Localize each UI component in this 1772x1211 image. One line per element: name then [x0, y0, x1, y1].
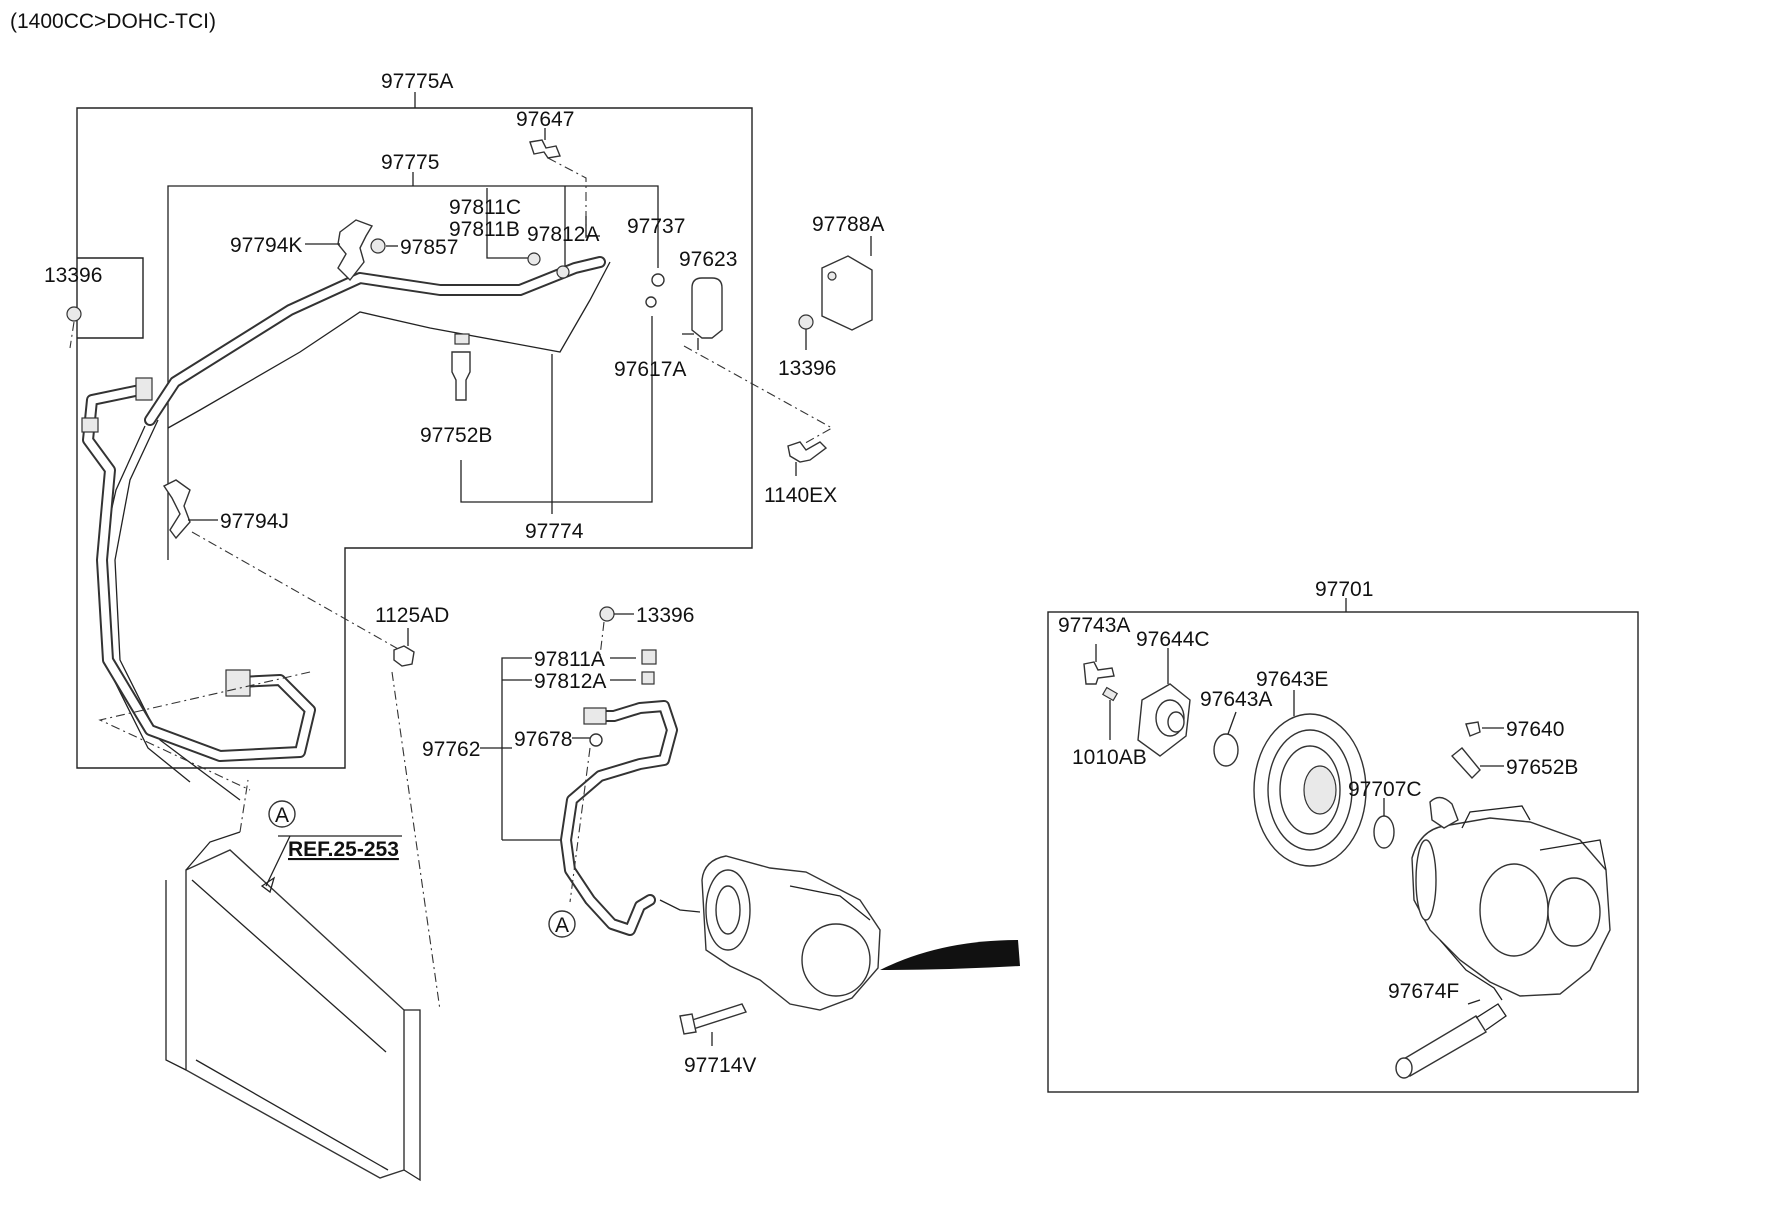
label-97701: 97701 [1315, 578, 1373, 601]
label-97652b: 97652B [1506, 756, 1578, 779]
part-97678 [589, 733, 603, 747]
group-box-97701 [1047, 611, 1639, 1093]
group-box-97775a [76, 107, 753, 769]
part-97811a [641, 649, 657, 665]
label-97775: 97775 [381, 151, 439, 174]
part-97623 [691, 277, 723, 339]
label-97643e: 97643E [1256, 668, 1328, 691]
label-97623: 97623 [679, 248, 737, 271]
part-97857 [370, 238, 386, 254]
part-97812a-top [556, 265, 570, 279]
discharge-hose-97762 [560, 700, 678, 936]
part-97643a [1213, 733, 1239, 767]
part-97812a-mid [641, 671, 655, 685]
label-97857: 97857 [400, 236, 458, 259]
label-97794k: 97794K [230, 234, 302, 257]
part-97743a [1083, 661, 1115, 685]
label-97647: 97647 [516, 108, 574, 131]
part-97811b [527, 252, 541, 266]
part-13396-left [66, 306, 82, 322]
label-13396-right: 13396 [778, 357, 836, 380]
callout-a-2 [548, 910, 576, 938]
label-97643a: 97643A [1200, 688, 1272, 711]
label-97707c: 97707C [1348, 778, 1422, 801]
part-97737 [651, 273, 665, 287]
label-97617a: 97617A [614, 358, 686, 381]
label-97714v: 97714V [684, 1054, 756, 1077]
label-97811b: 97811B [449, 218, 520, 241]
label-97743a: 97743A [1058, 614, 1130, 637]
label-97752b: 97752B [420, 424, 492, 447]
label-1010ab: 1010AB [1072, 746, 1147, 769]
label-97737: 97737 [627, 215, 685, 238]
electrical-connector [1429, 796, 1459, 829]
part-97617a [645, 296, 657, 308]
part-97674f [1401, 1015, 1487, 1077]
label-13396-mid: 13396 [636, 604, 694, 627]
label-97762: 97762 [422, 738, 480, 761]
label-97674f: 97674F [1388, 980, 1459, 1003]
callout-a-2-label: A [555, 914, 569, 937]
part-1140ex [787, 441, 828, 463]
label-97774: 97774 [525, 520, 584, 543]
label-13396-left: 13396 [44, 264, 102, 287]
label-97811c: 97811C [449, 196, 521, 219]
part-97794k [337, 219, 374, 282]
label-97812a-top: 97812A [527, 223, 599, 246]
part-1125ad [393, 645, 415, 667]
label-97794j: 97794J [220, 510, 289, 533]
part-97707c [1373, 815, 1395, 849]
part-13396-mid [599, 606, 615, 622]
part-1010ab [1101, 686, 1119, 702]
label-97775a: 97775A [381, 70, 453, 93]
label-97811a: 97811A [534, 648, 605, 671]
label-97678: 97678 [514, 728, 572, 751]
label-97640: 97640 [1506, 718, 1564, 741]
part-97640 [1465, 721, 1481, 737]
discharge-hose [82, 384, 316, 762]
part-13396-right [798, 314, 814, 330]
ref-label: REF.25-253 [288, 838, 399, 861]
arrow-to-detail [880, 940, 1020, 970]
label-97644c: 97644C [1136, 628, 1210, 651]
label-97788a: 97788A [812, 213, 884, 236]
callout-a-1-label: A [275, 804, 289, 827]
part-97652b [1450, 747, 1481, 780]
part-97794j [162, 479, 191, 540]
group-box-13396-left [77, 257, 144, 339]
part-97647 [529, 139, 561, 159]
liquid-tube [167, 261, 611, 429]
callout-a-1 [268, 800, 296, 828]
part-97788a [821, 255, 873, 331]
label-1140ex: 1140EX [764, 484, 837, 507]
condenser [185, 849, 405, 1179]
engine-code-label: (1400CC>DOHC-TCI) [10, 10, 216, 33]
part-97752b [451, 351, 471, 401]
label-97812a-mid: 97812A [534, 670, 606, 693]
label-1125ad: 1125AD [375, 604, 449, 627]
